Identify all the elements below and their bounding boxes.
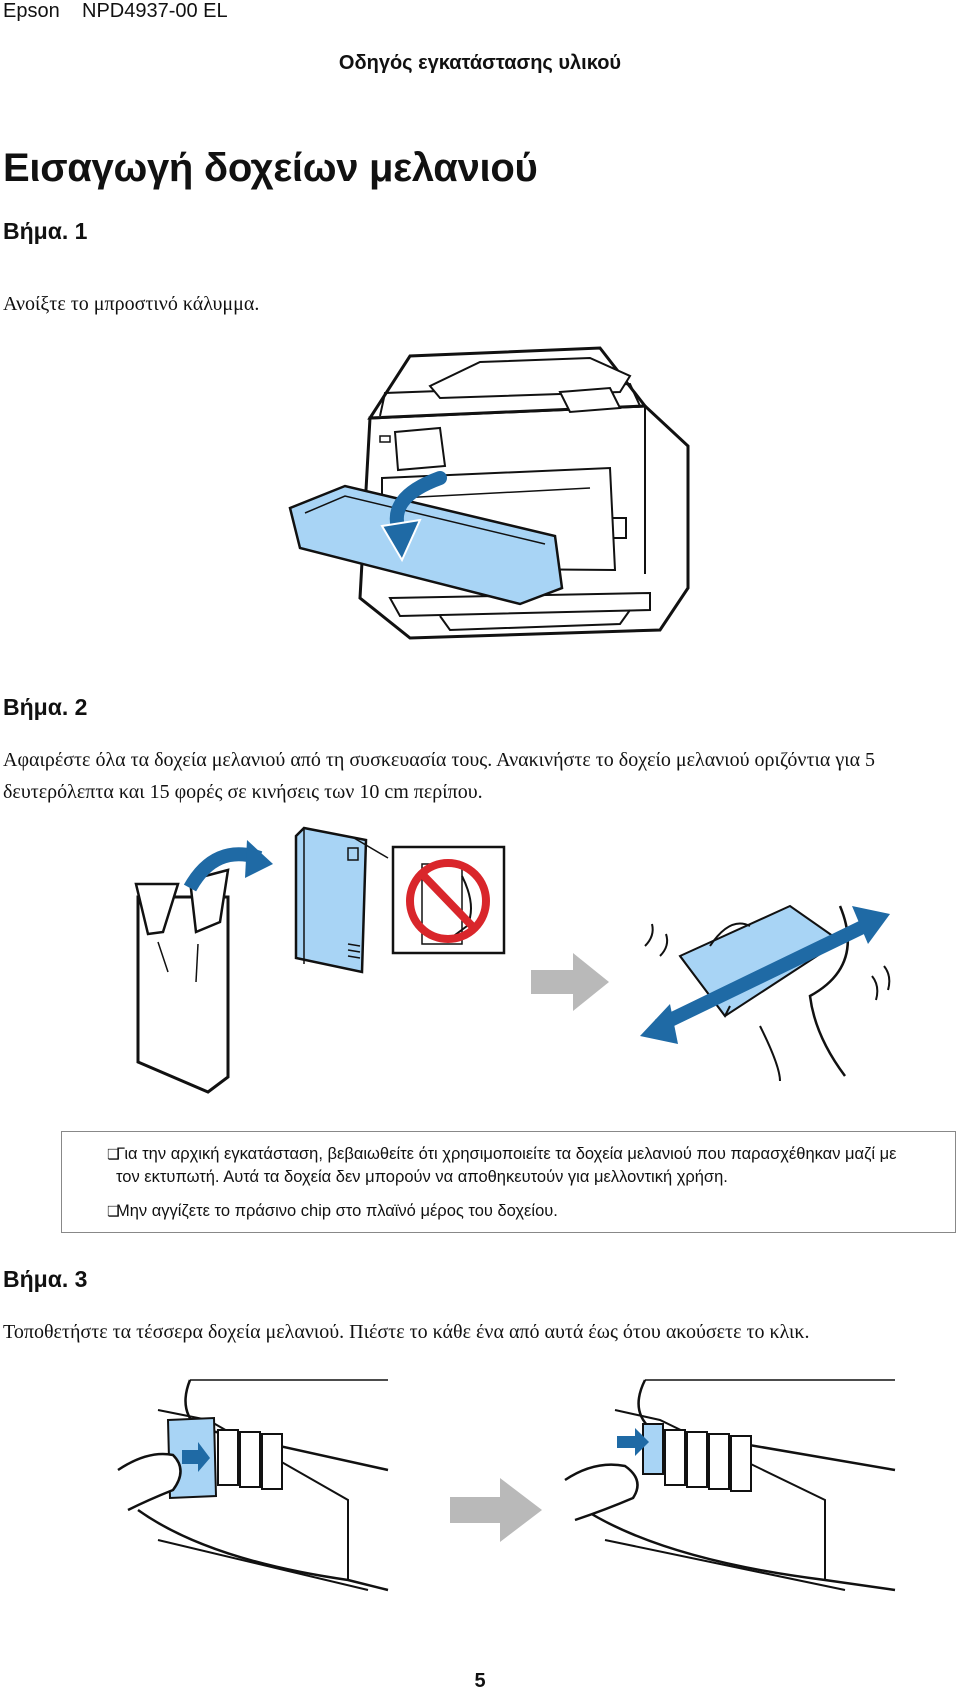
note-1-line2: τον εκτυπωτή. Αυτά τα δοχεία δεν μπορούν… <box>116 1168 728 1186</box>
section-title: Εισαγωγή δοχείων μελανιού <box>3 146 538 190</box>
page-number: 5 <box>474 1670 486 1692</box>
ink-package-illustration <box>134 868 230 1094</box>
ink-cartridge-illustration <box>294 826 368 974</box>
note-bullet: ❏ <box>107 1203 120 1219</box>
step-3-heading: Βήμα. 3 <box>3 1266 88 1292</box>
note-1-line1: Για την αρχική εγκατάσταση, βεβαιωθείτε … <box>116 1145 897 1163</box>
step-1-text: Ανοίξτε το μπροστινό κάλυμμα. <box>3 293 260 315</box>
do-not-touch-icon <box>391 845 506 955</box>
note-bullet: ❏ <box>107 1146 120 1162</box>
brand-name: Epson <box>3 0 60 22</box>
insert-cartridge-illustration <box>117 1379 389 1592</box>
note-2-line1: Μην αγγίζετε το πράσινο chip στο πλαϊνό … <box>116 1202 558 1220</box>
push-cartridge-illustration <box>564 1379 896 1592</box>
step-2-heading: Βήμα. 2 <box>3 694 88 720</box>
next-arrow-icon <box>531 953 609 1011</box>
step-2-text-line1: Αφαιρέστε όλα τα δοχεία μελανιού από τη … <box>3 749 876 771</box>
step-3-text: Τοποθετήστε τα τέσσερα δοχεία μελανιού. … <box>3 1321 810 1343</box>
callout-line <box>353 837 389 859</box>
notes-box: ❏ Για την αρχική εγκατάσταση, βεβαιωθείτ… <box>61 1131 956 1233</box>
curved-arrow <box>183 840 273 892</box>
guide-title: Οδηγός εγκατάστασης υλικού <box>338 52 622 74</box>
step-2-text-line2: δευτερόλεπτα και 15 φορές σε κινήσεις τω… <box>3 781 483 803</box>
next-arrow-icon <box>450 1478 542 1542</box>
printer-illustration <box>288 346 690 640</box>
shake-illustration <box>640 904 891 1082</box>
step-1-heading: Βήμα. 1 <box>3 218 88 244</box>
document-id: NPD4937-00 EL <box>82 0 228 22</box>
